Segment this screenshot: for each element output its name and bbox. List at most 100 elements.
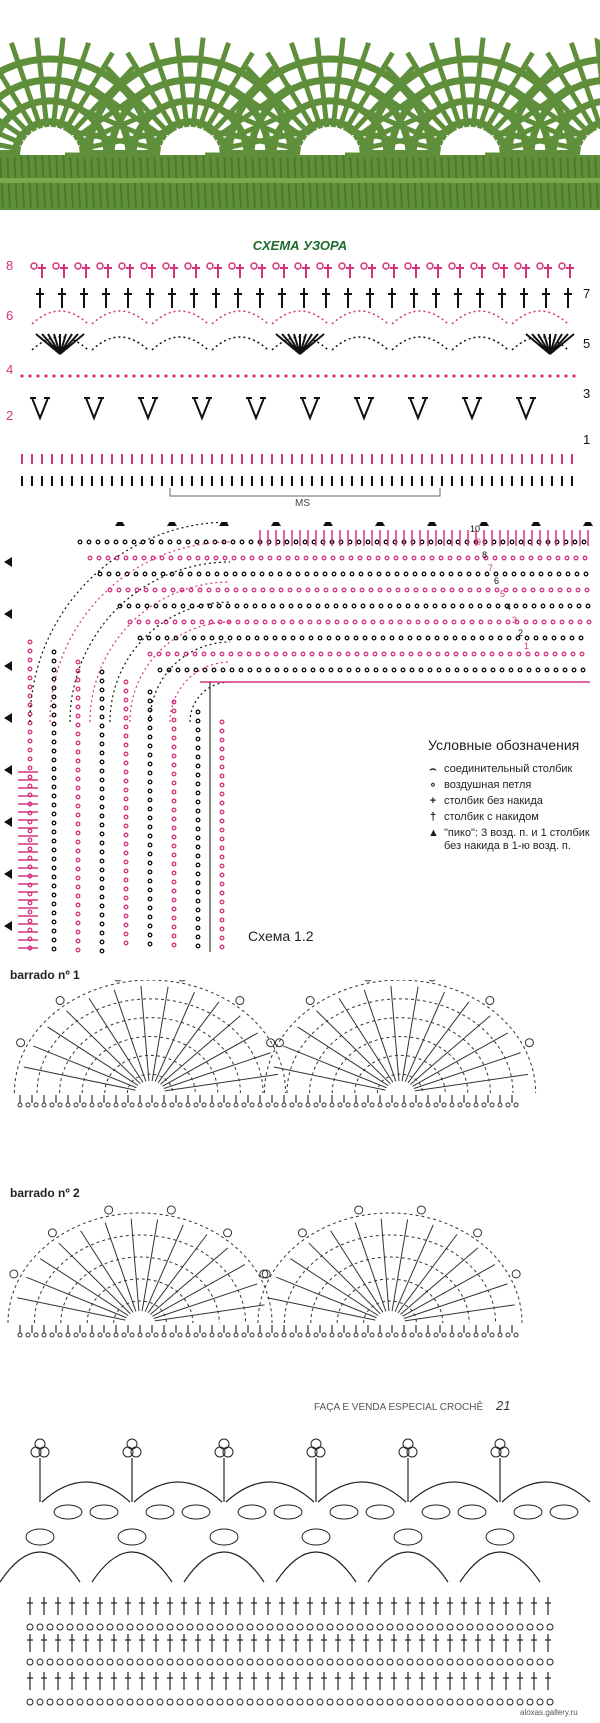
barrado-2-panel	[0, 1205, 600, 1395]
chain-dot	[51, 793, 57, 799]
chain-dot	[306, 1623, 314, 1631]
fan-stitch	[414, 1073, 529, 1092]
chain-dot	[429, 555, 435, 561]
chain-dot	[123, 940, 129, 946]
chain-dot	[147, 651, 153, 657]
chain-dot	[366, 1698, 374, 1706]
row-number-right: 5	[583, 336, 590, 351]
chain-dot	[123, 913, 129, 919]
chain-dot	[449, 1102, 455, 1108]
chain-dot	[36, 1698, 44, 1706]
chain-dot	[44, 374, 48, 378]
chain-dot	[66, 1658, 74, 1666]
chain-dot	[283, 667, 289, 673]
chain-dot	[321, 1102, 327, 1108]
chain-dot	[317, 635, 323, 641]
chain-dot	[506, 1658, 514, 1666]
v-stitch	[409, 397, 427, 421]
chain-dot	[540, 374, 544, 378]
chain-dot	[556, 571, 562, 577]
barrado-1-chart	[13, 980, 537, 1108]
chain-dot	[147, 752, 153, 758]
chain-dot	[533, 635, 539, 641]
picot	[9, 1269, 19, 1279]
chain-dot	[185, 1102, 191, 1108]
picot	[223, 1228, 233, 1238]
chain-dot	[27, 666, 33, 672]
fan-stitch	[299, 333, 325, 355]
chain-dot	[379, 619, 385, 625]
chain-dot	[27, 702, 33, 708]
chain-dot	[420, 555, 426, 561]
chain-dot	[170, 587, 176, 593]
chain-dot	[68, 374, 72, 378]
fan-stitch	[47, 1026, 139, 1087]
chain-dot	[401, 1332, 407, 1338]
chain-dot	[403, 571, 409, 577]
chain-dot	[51, 874, 57, 880]
chain-dot	[147, 824, 153, 830]
chain-dot	[218, 635, 224, 641]
chain-dot	[510, 555, 516, 561]
chain-dot	[123, 706, 129, 712]
chain-dot	[116, 1623, 124, 1631]
chain-dot	[298, 619, 304, 625]
chain-dot	[123, 877, 129, 883]
chain-dot	[344, 635, 350, 641]
chain-dot	[73, 1332, 79, 1338]
legend-text: столбик без накида	[444, 795, 543, 807]
chain-dot	[308, 374, 312, 378]
chain-dot	[430, 571, 436, 577]
chain-dot	[99, 768, 105, 774]
chain-arc	[391, 310, 449, 325]
chain-dot	[416, 1658, 424, 1666]
chain-dot	[251, 587, 257, 593]
chain-dot	[168, 555, 174, 561]
chain-dot	[341, 587, 347, 593]
chain-dot	[46, 1698, 54, 1706]
chain-dot	[187, 571, 193, 577]
chain-dot	[302, 539, 308, 545]
chain-dot	[320, 539, 326, 545]
chain-dot	[75, 785, 81, 791]
chain-dot	[276, 555, 282, 561]
chain-dot	[265, 1332, 271, 1338]
chain-dot	[76, 1658, 84, 1666]
chain-dot	[147, 698, 153, 704]
row-number-right: 3	[583, 386, 590, 401]
fan-stitch	[157, 1001, 220, 1084]
chain-dot	[269, 587, 275, 593]
picot-triangle	[4, 713, 12, 723]
picot	[16, 1038, 26, 1048]
fan-stitch	[17, 1297, 126, 1321]
chain-dot	[546, 1623, 554, 1631]
chain-dot	[206, 1658, 214, 1666]
chain-dot	[51, 919, 57, 925]
chain-dot	[132, 555, 138, 561]
row-marker: 7	[488, 563, 493, 573]
chain-dot	[191, 635, 197, 641]
row-number-left: 8	[6, 258, 13, 273]
chain-dot	[303, 555, 309, 561]
chain-dot	[273, 1332, 279, 1338]
legend-item: ∘воздушная петля	[428, 779, 598, 792]
chain-dot	[115, 571, 121, 577]
picot	[294, 262, 302, 270]
schema-label: Схема 1.2	[248, 928, 314, 944]
chain-dot	[186, 1658, 194, 1666]
chain-dot	[496, 1623, 504, 1631]
leaf	[25, 1528, 55, 1546]
chain-dot	[209, 1102, 215, 1108]
picot	[272, 262, 280, 270]
lace-spoke	[0, 142, 22, 152]
picot	[310, 1438, 322, 1450]
chain-dot	[293, 539, 299, 545]
chain-dot	[569, 635, 575, 641]
leaf	[117, 1528, 147, 1546]
chain-dot	[195, 709, 201, 715]
chain-dot	[386, 1658, 394, 1666]
chain-dot	[209, 1332, 215, 1338]
chain-dot	[225, 603, 231, 609]
chain-dot	[129, 1102, 135, 1108]
